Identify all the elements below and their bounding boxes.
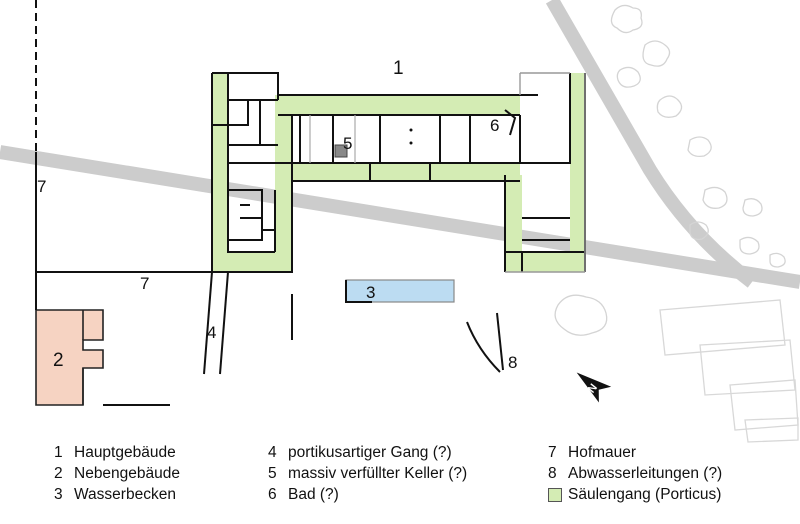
label-nebengebaeude: 2 — [53, 350, 64, 371]
road-curve — [545, 0, 757, 288]
label-bad: 6 — [490, 116, 499, 135]
tree-outlines — [554, 4, 786, 336]
label-hauptgebaeude: 1 — [393, 58, 404, 79]
hofmauer — [35, 0, 212, 406]
label-hofmauer-b: 7 — [140, 274, 149, 293]
central-grey-lines — [309, 115, 356, 163]
legend-item-porticus: Säulengang (Porticus) — [548, 484, 722, 505]
label-keller: 5 — [343, 134, 352, 153]
portikus-gang — [203, 271, 293, 375]
modern-building-outlines — [659, 299, 799, 443]
label-gang: 4 — [207, 323, 216, 342]
north-arrow — [576, 372, 612, 403]
label-wasserbecken: 3 — [366, 283, 375, 302]
wasserbecken-wall — [345, 280, 372, 303]
porticus-swatch — [548, 487, 562, 502]
label-hofmauer-a: 7 — [37, 177, 46, 196]
keller-marker — [334, 144, 348, 158]
column-dot — [409, 141, 413, 145]
porticus-areas — [212, 73, 585, 272]
column-dot — [409, 128, 413, 132]
east-wing-outline — [505, 72, 586, 273]
label-abwasser: 8 — [508, 353, 517, 372]
nebengebaeude-fill — [35, 309, 104, 406]
wasserbecken-fill — [345, 279, 455, 303]
abwasserleitungen — [466, 312, 504, 373]
road-diagonal — [0, 145, 800, 289]
